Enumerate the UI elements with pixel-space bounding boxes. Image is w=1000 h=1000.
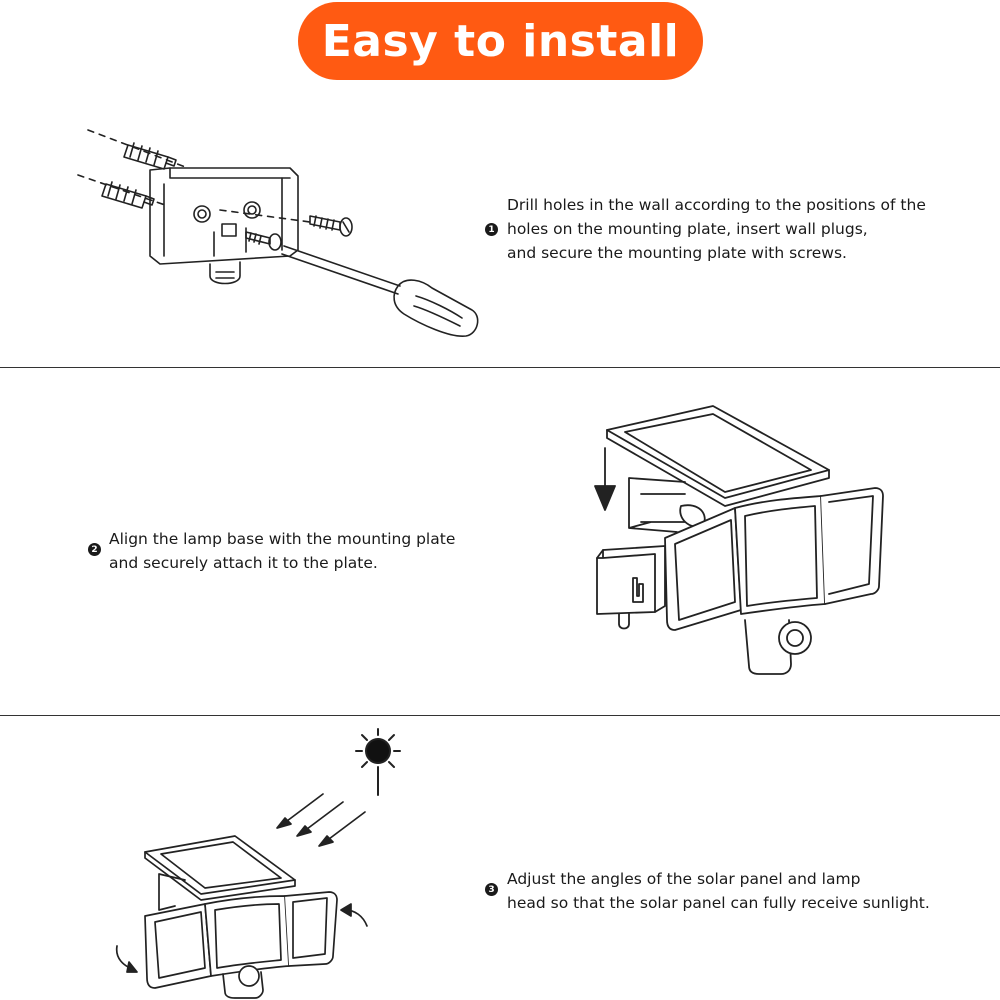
solar-adjust-illustration xyxy=(115,793,368,999)
step-number-3: 3 xyxy=(485,883,498,896)
mounting-plate-illustration xyxy=(77,129,479,337)
step-3-line-1: Adjust the angles of the solar panel and… xyxy=(507,870,861,888)
step-1: 1 Drill holes in the wall according to t… xyxy=(485,193,926,265)
step-2-text: Align the lamp base with the mounting pl… xyxy=(109,527,455,575)
sun-icon xyxy=(355,728,401,796)
lamp-attach-illustration xyxy=(594,405,884,675)
step-2: 2 Align the lamp base with the mounting … xyxy=(88,527,455,575)
step-2-line-2: and securely attach it to the plate. xyxy=(109,554,378,572)
step-number-2: 2 xyxy=(88,543,101,556)
section-divider-2 xyxy=(0,715,1000,716)
step-3: 3 Adjust the angles of the solar panel a… xyxy=(485,867,930,915)
step-1-line-3: and secure the mounting plate with screw… xyxy=(507,244,847,262)
step-2-line-1: Align the lamp base with the mounting pl… xyxy=(109,530,456,548)
step-3-line-2: head so that the solar panel can fully r… xyxy=(507,894,930,912)
banner-title: Easy to install xyxy=(321,15,680,67)
section-divider-1 xyxy=(0,367,1000,368)
step-1-line-2: holes on the mounting plate, insert wall… xyxy=(507,220,868,238)
step-3-text: Adjust the angles of the solar panel and… xyxy=(507,867,930,915)
step-1-line-1: Drill holes in the wall according to the… xyxy=(507,196,926,214)
step-1-text: Drill holes in the wall according to the… xyxy=(507,193,926,265)
title-banner: Easy to install xyxy=(298,2,703,80)
step-number-1: 1 xyxy=(485,223,498,236)
